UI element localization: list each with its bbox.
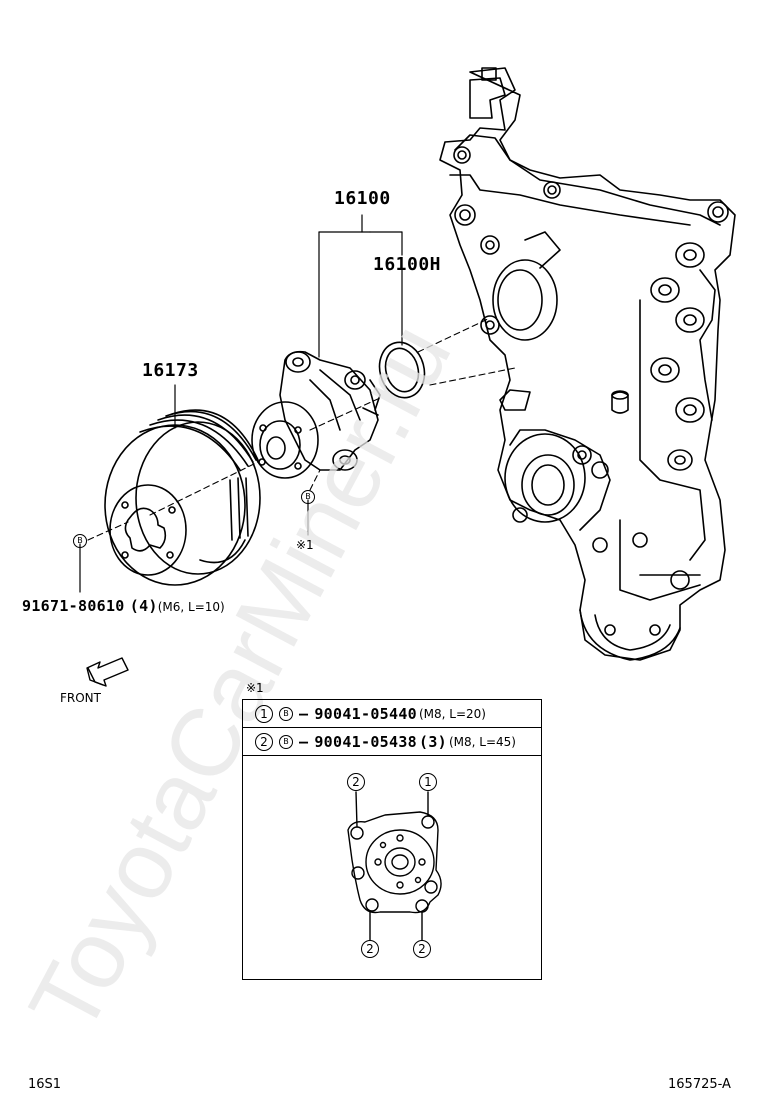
b-mark-icon: B [279, 706, 293, 721]
pulley-bolt-qty: (4) [129, 597, 158, 615]
legend-row-number: 1 [255, 704, 273, 723]
pump-bolt-b-marker: B [301, 488, 315, 504]
part-label-gasket[interactable]: 16100H [373, 254, 442, 275]
legend-dash: — [299, 732, 309, 751]
hole-label-top-left: 2 [347, 773, 365, 791]
assembly-lines [87, 317, 516, 541]
legend-spec: (M8, L=20) [418, 706, 486, 721]
gasket-ring [378, 341, 426, 399]
pulley-bolt-spec: (M6, L=10) [157, 600, 225, 614]
hole-label-bottom-left: 2 [361, 940, 379, 958]
footer-code-left: 16S1 [28, 1077, 62, 1092]
legend-pump-sketch [347, 791, 442, 941]
pulley [104, 409, 261, 586]
leader-lines [79, 214, 403, 593]
footer-code-right: 165725-A [668, 1077, 731, 1092]
hole-label-bottom-right: 2 [413, 940, 431, 958]
legend-row-number: 2 [255, 732, 273, 751]
hole-label-top-right: 1 [419, 773, 437, 791]
pulley-bolt-callout[interactable]: 91671-80610 (4)(M6, L=10) [22, 598, 225, 614]
legend-part-number: 90041-05438 [314, 732, 417, 751]
legend-row-1[interactable]: 1 B — 90041-05440 (M8, L=20) [243, 700, 541, 728]
pump-bolt-note-ref[interactable]: ※1 [296, 538, 314, 552]
legend-row-2[interactable]: 2 B — 90041-05438 (3)(M8, L=45) [243, 728, 541, 756]
legend-box: 1 B — 90041-05440 (M8, L=20) 2 B — 90041… [242, 699, 542, 980]
pulley-bolt-part-number: 91671-80610 [22, 597, 125, 615]
b-mark-icon: B [73, 533, 87, 548]
legend-title: ※1 [246, 681, 264, 695]
timing-chain-cover [439, 67, 736, 661]
water-pump [251, 350, 381, 479]
b-mark-icon: B [301, 489, 315, 504]
legend-qty: (3) [418, 732, 447, 751]
legend-part-number: 90041-05440 [314, 704, 417, 723]
legend-dash: — [299, 704, 309, 723]
pulley-bolt-b-marker: B [73, 532, 87, 548]
front-arrow-icon [86, 657, 129, 687]
legend-spec: (M8, L=45) [448, 734, 516, 749]
part-label-pulley[interactable]: 16173 [142, 360, 199, 381]
part-label-water-pump[interactable]: 16100 [334, 188, 391, 209]
b-mark-icon: B [279, 734, 293, 749]
front-label: FRONT [60, 691, 101, 705]
